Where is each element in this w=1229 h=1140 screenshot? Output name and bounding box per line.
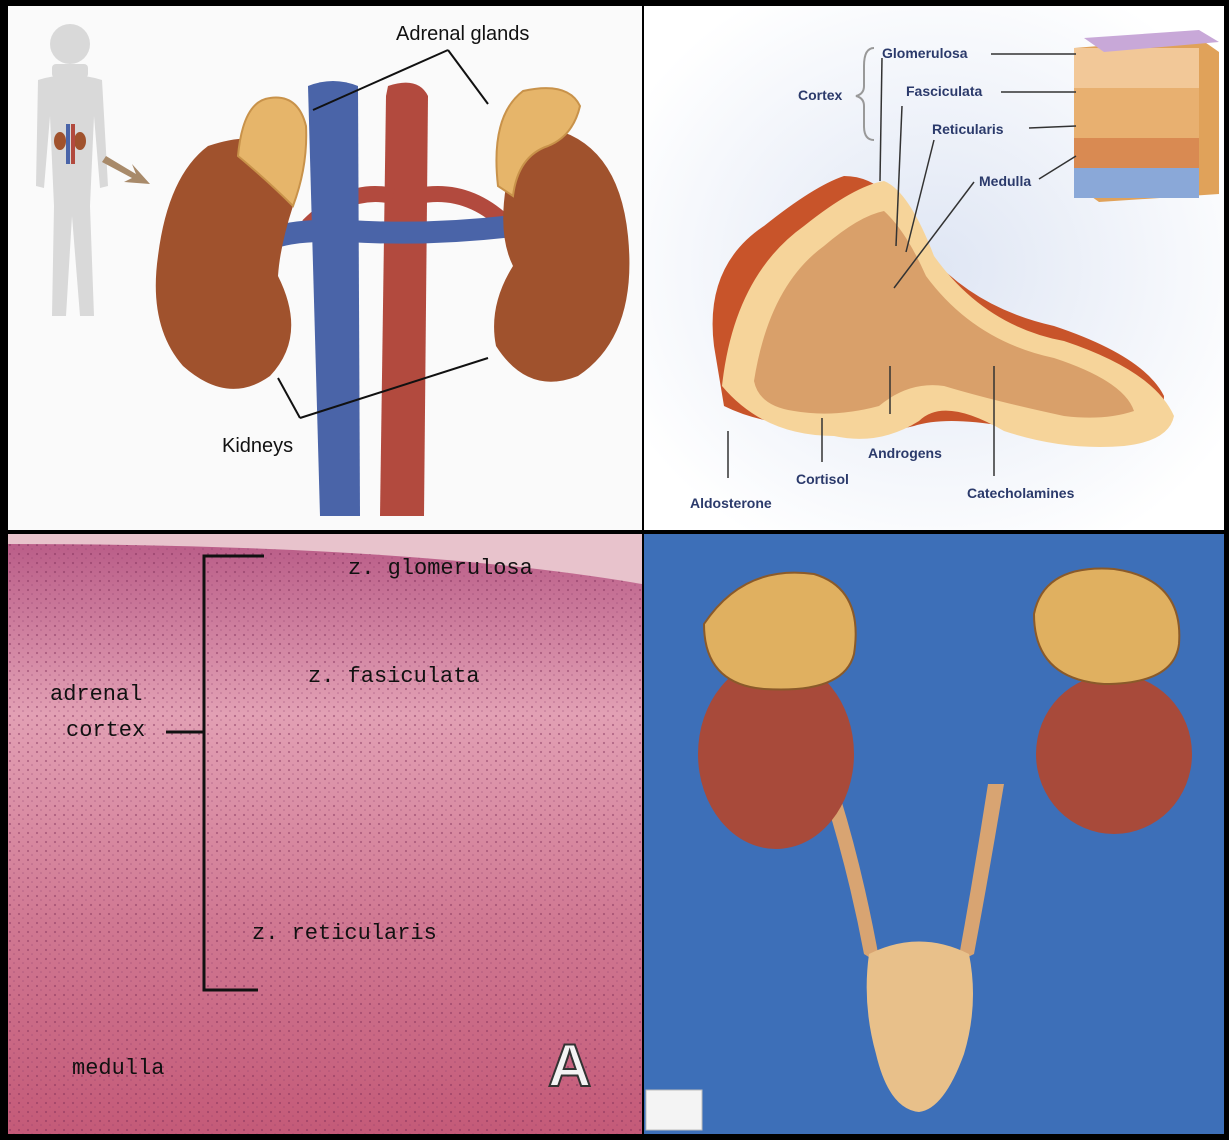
histology-panel: z. glomerulosa z. fasiculata adrenal cor…	[8, 534, 642, 1134]
label-reticularis: Reticularis	[932, 121, 1004, 137]
label-catecholamines: Catecholamines	[967, 485, 1075, 501]
specimen-photo-panel	[644, 534, 1224, 1134]
histology-micrograph: z. glomerulosa z. fasiculata adrenal cor…	[8, 534, 642, 1134]
label-adrenal-glands: Adrenal glands	[396, 23, 529, 45]
label-medulla: Medulla	[979, 173, 1031, 189]
label-figure-letter: A	[548, 1032, 591, 1099]
right-kidney-specimen	[1036, 674, 1192, 834]
label-androgens: Androgens	[868, 445, 942, 461]
kidney-anatomy-illustration: Adrenal glands Kidneys	[8, 6, 642, 530]
human-silhouette	[36, 24, 108, 316]
label-cortex: Cortex	[798, 87, 843, 103]
label-z-fasiculata: z. fasiculata	[308, 664, 480, 689]
label-glomerulosa: Glomerulosa	[882, 45, 968, 61]
kidney-anatomy-panel: Adrenal glands Kidneys	[8, 6, 642, 530]
label-fasciculata: Fasciculata	[906, 83, 982, 99]
adrenal-section-illustration: Glomerulosa Cortex Fasciculata Reticular…	[644, 6, 1224, 530]
label-cortex: cortex	[66, 718, 145, 743]
label-z-reticularis: z. reticularis	[252, 921, 437, 946]
vena-cava	[308, 81, 360, 516]
label-z-glomerulosa: z. glomerulosa	[348, 556, 533, 581]
watermark-logo	[646, 1090, 702, 1130]
label-aldosterone: Aldosterone	[690, 495, 772, 511]
label-adrenal: adrenal	[50, 682, 142, 707]
label-medulla: medulla	[72, 1056, 164, 1081]
adrenal-section-panel: Glomerulosa Cortex Fasciculata Reticular…	[644, 6, 1224, 530]
label-kidneys: Kidneys	[222, 435, 293, 457]
label-cortisol: Cortisol	[796, 471, 849, 487]
right-adrenal-mass	[1034, 569, 1179, 684]
specimen-photo	[644, 534, 1224, 1134]
pointer-arrow	[102, 156, 150, 184]
aorta	[380, 83, 428, 516]
tissue-block	[1074, 30, 1219, 202]
